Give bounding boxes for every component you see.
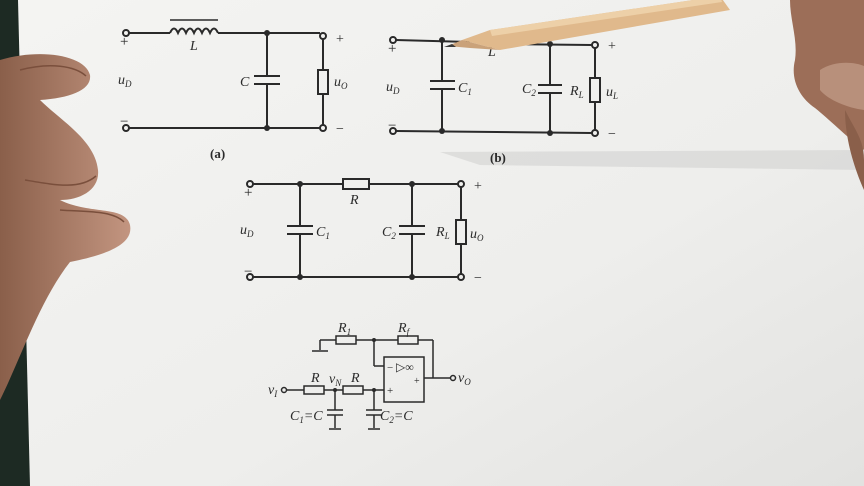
b-plus: +: [388, 41, 396, 57]
d-vo-label: vO: [458, 371, 471, 387]
circuit-c: [246, 178, 467, 281]
d-vi-label: vI: [268, 383, 278, 399]
d-opamp-out-plus: +: [414, 376, 420, 387]
a-caption: (a): [210, 146, 225, 161]
a-output-label: uO: [334, 75, 348, 91]
b-out-plus: +: [608, 39, 616, 54]
b-output-label: uL: [606, 85, 618, 101]
c-plus: +: [244, 185, 252, 201]
a-minus: −: [120, 114, 128, 130]
a-out-minus: −: [336, 122, 344, 137]
c-input-label: uD: [240, 223, 254, 239]
right-hand: [790, 0, 864, 190]
b-c1-label: C1: [458, 81, 472, 97]
d-r-mid-label: R: [350, 371, 360, 386]
d-opamp-plus: +: [387, 385, 393, 397]
a-input-label: uD: [118, 73, 132, 89]
d-vn-label: vN: [329, 372, 342, 388]
d-r1-label: R1: [337, 321, 351, 337]
pencil: [444, 0, 730, 50]
d-r-left-label: R: [310, 371, 320, 386]
c-out-plus: +: [474, 179, 482, 194]
a-inductor-label: L: [189, 39, 198, 54]
d-rf-label: Rf: [397, 321, 411, 337]
d-opamp-minus: −: [387, 362, 393, 374]
a-plus: +: [120, 34, 128, 50]
b-rl-label: RL: [569, 84, 584, 100]
d-c2-label: C2=C: [380, 409, 413, 425]
d-opamp-symbol: ▷∞: [396, 360, 414, 374]
a-out-plus: +: [336, 32, 344, 47]
left-hand: [0, 54, 131, 400]
b-input-label: uD: [386, 80, 400, 96]
b-out-minus: −: [608, 127, 616, 142]
c-c2-label: C2: [382, 225, 396, 241]
c-output-label: uO: [470, 227, 484, 243]
b-minus: −: [388, 118, 396, 134]
c-minus: −: [244, 264, 252, 280]
b-inductor-label: L: [487, 45, 496, 60]
c-c1-label: C1: [316, 225, 330, 241]
d-c1-label: C1=C: [290, 409, 323, 425]
b-caption: (b): [490, 150, 506, 165]
c-rl-label: RL: [435, 225, 450, 241]
c-out-minus: −: [474, 271, 482, 286]
b-c2-label: C2: [522, 82, 536, 98]
paper-sheet: [18, 0, 864, 486]
junction-dots: [264, 30, 553, 392]
c-resistor-label: R: [349, 193, 359, 208]
a-capacitor-label: C: [240, 75, 250, 90]
